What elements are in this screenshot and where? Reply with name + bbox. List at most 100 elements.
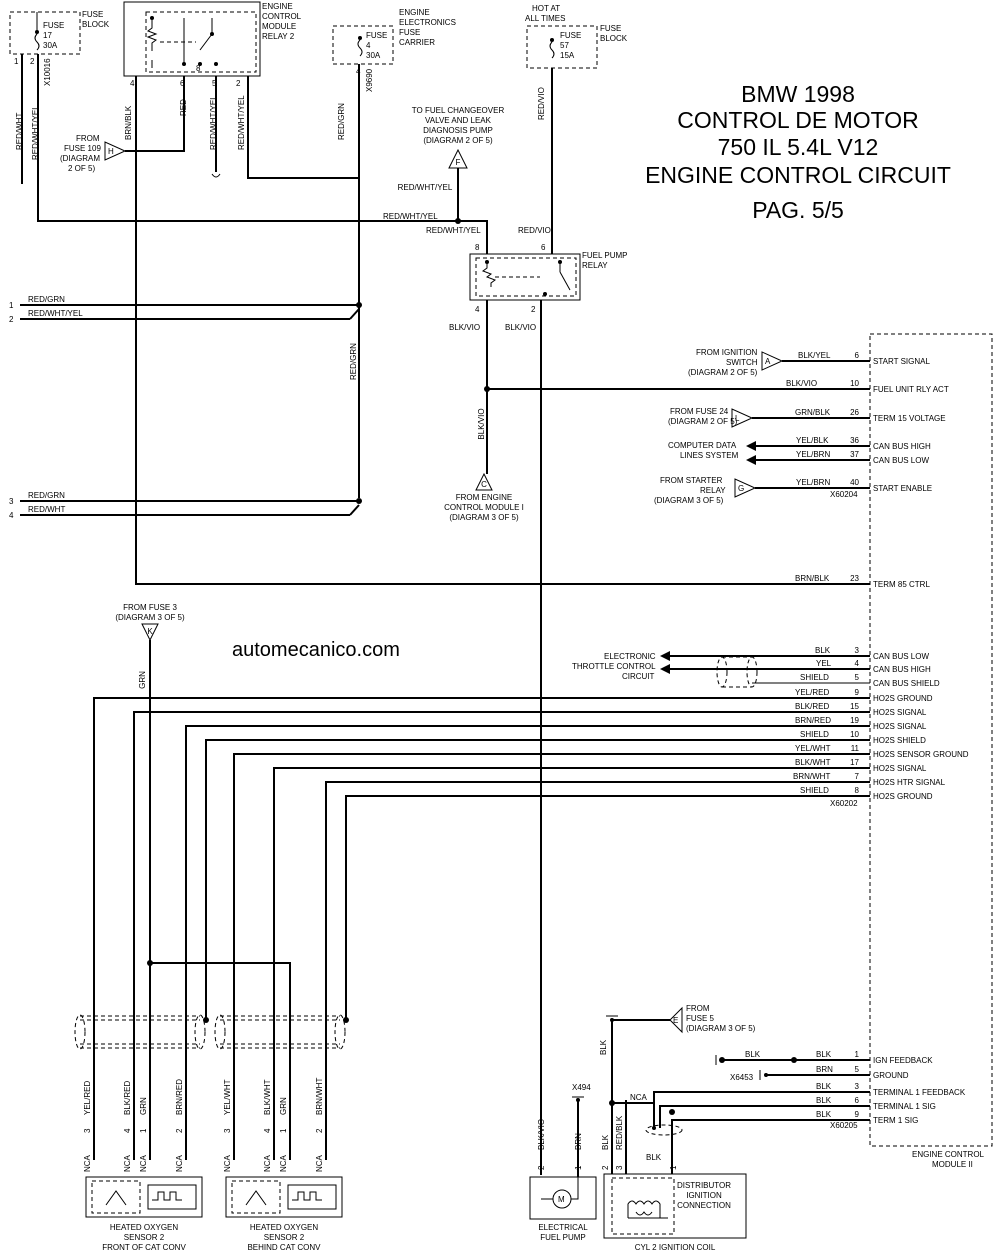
pin-wire-color: BRN/RED [795,716,831,725]
svg-text:CARRIER: CARRIER [399,38,435,47]
svg-text:30A: 30A [366,51,381,60]
svg-text:K: K [147,627,153,636]
svg-text:X10016: X10016 [43,58,52,86]
svg-text:X6453: X6453 [730,1073,754,1082]
fuse-57: HOT AT ALL TIMES FUSE 57 15A FUSE BLOCK … [525,4,628,120]
svg-text:(DIAGRAM 2 OF 5): (DIAGRAM 2 OF 5) [688,368,758,377]
pin-function: HO2S GROUND [873,694,933,703]
pin-number: 3 [855,1082,860,1091]
svg-text:COMPUTER DATA: COMPUTER DATA [668,441,737,450]
svg-text:SWITCH: SWITCH [726,358,758,367]
sensor-nca-label: NCA [223,1154,232,1172]
svg-text:CIRCUIT: CIRCUIT [622,672,655,681]
svg-text:HOT AT: HOT AT [532,4,560,13]
pin-wire-color: BLK/YEL [798,351,831,360]
svg-text:2: 2 [531,305,536,314]
fuse-17: FUSE 17 30A FUSE BLOCK 1 2 X10016 RED/WH… [9,10,110,160]
svg-text:FUSE: FUSE [82,10,103,19]
svg-text:FROM IGNITION: FROM IGNITION [696,348,758,357]
svg-text:GRN: GRN [138,671,147,689]
pin-number: 3 [855,646,860,655]
svg-text:C: C [481,480,487,489]
svg-text:BEHIND CAT CONV: BEHIND CAT CONV [247,1243,321,1252]
svg-text:15A: 15A [560,51,575,60]
svg-text:ELECTRONIC: ELECTRONIC [604,652,656,661]
svg-text:NCA: NCA [630,1093,648,1102]
pin-number: 26 [850,408,859,417]
svg-text:FRONT OF CAT CONV: FRONT OF CAT CONV [102,1243,186,1252]
svg-text:CONTROL MODULE I: CONTROL MODULE I [444,503,524,512]
pin-function: HO2S GROUND [873,792,933,801]
sensor-wire-color: BLK/WHT [263,1079,272,1115]
sensor-wire-labels: YEL/RED3NCABLK/RED4NCAGRN1NCABRN/RED2NCA… [83,1078,324,1172]
svg-text:1: 1 [669,1165,678,1170]
pin-function: CAN BUS LOW [873,456,929,465]
title-line-4: ENGINE CONTROL CIRCUIT [645,162,951,188]
svg-text:RED/BLK: RED/BLK [615,1115,624,1150]
svg-text:MODULE II: MODULE II [932,1160,973,1169]
svg-text:2: 2 [601,1165,610,1170]
sensor-wire-color: BRN/RED [175,1079,184,1115]
svg-text:3: 3 [615,1165,624,1170]
pin-wire-color: BLK [815,646,831,655]
svg-text:2 OF 5): 2 OF 5) [68,164,95,173]
pin-wire-color: SHIELD [800,673,829,682]
svg-text:FROM FUSE 24: FROM FUSE 24 [670,407,729,416]
svg-text:FROM FUSE 3: FROM FUSE 3 [123,603,177,612]
top-wires [20,54,870,1175]
svg-text:(DIAGRAM 2 OF 5): (DIAGRAM 2 OF 5) [423,136,493,145]
svg-text:8: 8 [475,243,480,252]
pin-function: TERM 1 SIG [873,1116,918,1125]
svg-text:(DIAGRAM 3 OF 5): (DIAGRAM 3 OF 5) [115,613,185,622]
pin-number: 1 [855,1050,860,1059]
svg-text:3: 3 [9,497,14,506]
svg-text:RED/WHT: RED/WHT [28,505,65,514]
svg-text:HEATED OXYGEN: HEATED OXYGEN [110,1223,179,1232]
svg-text:ALL TIMES: ALL TIMES [525,14,565,23]
sensor-pin-number: 4 [123,1128,132,1133]
pin-number: 7 [855,772,860,781]
svg-text:LINES SYSTEM: LINES SYSTEM [680,451,739,460]
pin-number: 5 [855,673,860,682]
svg-text:FUSE: FUSE [399,28,420,37]
pin-function: HO2S SENSOR GROUND [873,750,969,759]
fuse-5-ref: E FROM FUSE 5 (DIAGRAM 3 OF 5) [612,1004,756,1034]
svg-text:A: A [765,357,771,366]
pin-wire-color: BLK/WHT [795,758,831,767]
sensor-nca-label: NCA [315,1154,324,1172]
title-line-5: PAG. 5/5 [752,197,844,223]
svg-text:(DIAGRAM: (DIAGRAM [60,154,100,163]
svg-text:2: 2 [236,79,241,88]
fuse17-label: FUSE [43,21,64,30]
svg-text:X60205: X60205 [830,1121,858,1130]
svg-text:RED/WHT/YEL: RED/WHT/YEL [209,95,218,150]
sensor-wire-color: BLK/RED [123,1081,132,1115]
pin-wire-color: YEL [816,659,832,668]
svg-text:FUEL PUMP: FUEL PUMP [540,1233,586,1242]
svg-text:RED/GRN: RED/GRN [337,103,346,140]
svg-text:FROM STARTER: FROM STARTER [660,476,723,485]
pin-number: 36 [850,436,859,445]
svg-text:FUSE: FUSE [560,31,581,40]
svg-text:RED/WHT/YEL: RED/WHT/YEL [398,183,453,192]
sensor-nca-label: NCA [83,1154,92,1172]
svg-text:1: 1 [9,301,14,310]
svg-text:BLK/VIO: BLK/VIO [449,323,480,332]
sensor-wire-color: YEL/RED [83,1081,92,1115]
svg-text:6: 6 [541,243,546,252]
sensor-nca-label: NCA [279,1154,288,1172]
pin-function: HO2S SHIELD [873,736,926,745]
can-bus-throttle-wires [660,360,870,688]
svg-text:RED/VIO: RED/VIO [518,226,551,235]
svg-text:1: 1 [14,57,19,66]
title-block: BMW 1998 CONTROL DE MOTOR 750 IL 5.4L V1… [645,81,951,223]
pin-function: HO2S SIGNAL [873,764,927,773]
pin-wire-color: YEL/RED [795,688,829,697]
pin-wire-color: SHIELD [800,786,829,795]
svg-text:E: E [673,1016,678,1025]
sensor-pin-number: 2 [315,1128,324,1133]
pin-number: 11 [851,744,860,753]
pin-function: TERM 15 VOLTAGE [873,414,946,423]
